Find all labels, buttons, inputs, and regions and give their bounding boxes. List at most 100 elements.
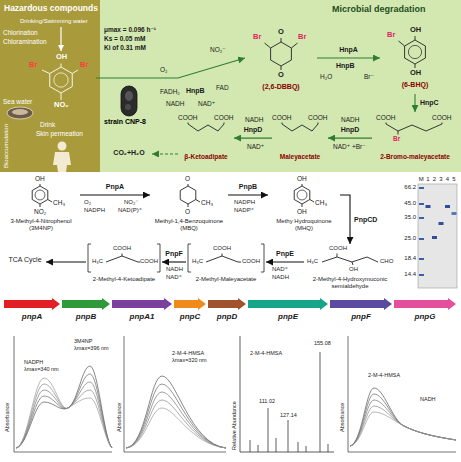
reaction-arrow bbox=[46, 261, 86, 262]
gene-arrow: pnpA bbox=[4, 298, 60, 324]
node-text: OH bbox=[410, 69, 421, 78]
kinetic-parameter: Ki of 0.31 mM bbox=[104, 44, 146, 51]
absorbance-spectrum bbox=[126, 376, 226, 448]
marker-size: 45.0 bbox=[404, 200, 416, 207]
node-name: pnpF bbox=[330, 312, 392, 321]
chemical-bond bbox=[310, 200, 314, 203]
source-label: Sea water bbox=[3, 98, 32, 105]
chemical-bond bbox=[281, 38, 282, 42]
cofactor-label: FAD bbox=[216, 84, 229, 91]
oyster-icon bbox=[7, 107, 33, 119]
node-name: TCA Cycle bbox=[4, 256, 46, 264]
sds-page-gel bbox=[439, 222, 444, 225]
gene-arrow: pnpB bbox=[62, 298, 110, 324]
node-text: COOH bbox=[432, 114, 452, 121]
node-text: OH bbox=[297, 208, 307, 215]
absorbance-spectrum bbox=[124, 336, 226, 452]
node-text: COOH bbox=[213, 245, 231, 252]
gene-arrow-shape bbox=[208, 298, 246, 310]
gene-arrow-shape bbox=[62, 298, 110, 310]
sds-page-gel bbox=[419, 187, 424, 189]
absorbance-spectrum bbox=[350, 406, 456, 446]
peak-label: 3M4NP bbox=[74, 338, 92, 344]
node-text: OH bbox=[56, 53, 67, 62]
enzyme-label: HnpD bbox=[244, 126, 263, 134]
node-text: H₃C bbox=[192, 258, 203, 265]
reaction-arrow bbox=[414, 94, 415, 112]
reaction-arrow bbox=[80, 194, 150, 195]
process-label: Chlorination bbox=[3, 29, 38, 36]
chemical-bond bbox=[196, 200, 200, 203]
node-text: CH₃ bbox=[315, 199, 327, 206]
cofactor-label: H₂O bbox=[320, 73, 332, 80]
node-text: OH bbox=[410, 26, 421, 35]
chemical-bond bbox=[415, 64, 416, 68]
node-text: OH bbox=[349, 266, 358, 273]
chemical-bond bbox=[291, 43, 297, 48]
node-name: Maleyacetate bbox=[272, 153, 328, 160]
reaction-arrow bbox=[96, 58, 245, 78]
axis-title: Absorbance bbox=[4, 403, 10, 432]
absorbance-spectrum bbox=[350, 400, 456, 446]
chemical-bond bbox=[42, 70, 50, 74]
node-text: COOH bbox=[178, 114, 198, 121]
chemical-bond bbox=[188, 123, 189, 125]
gene-arrow-shape bbox=[394, 298, 456, 310]
marker-size: 18.4 bbox=[404, 255, 416, 262]
lane-label: 2 bbox=[433, 176, 436, 183]
reaction-arrow bbox=[340, 195, 350, 244]
compound-structure: OHCH₃NO₂3-Methyl-4-Nitrophenol (3M4NP) bbox=[2, 174, 80, 236]
node-text: COOH bbox=[272, 114, 292, 121]
enzyme-label: HnpD bbox=[341, 126, 360, 134]
mass-spectrum bbox=[328, 444, 329, 452]
peak-label: λmax=340 nm bbox=[24, 366, 59, 372]
compound-structure: OBrBrO(2,6-DBBQ) bbox=[245, 20, 317, 96]
node-name: Methyl-1,4-Benzoquinone (MBQ) bbox=[150, 218, 228, 232]
degradation-panel: Microbial degradationstrain CNP-8OBrBrO(… bbox=[100, 0, 461, 172]
node-text: Microbial degradation bbox=[332, 4, 426, 14]
node-name: 2-Methyl-Maleyacetate bbox=[186, 276, 266, 283]
panel-band bbox=[0, 0, 461, 172]
lane-label: 4 bbox=[446, 176, 449, 183]
reaction-arrow bbox=[234, 138, 272, 139]
chemical-bond bbox=[318, 123, 319, 125]
flow-arrow bbox=[60, 27, 61, 51]
node-text: Br bbox=[298, 33, 306, 42]
sds-page-gel bbox=[419, 203, 424, 205]
chemical-bond bbox=[399, 41, 405, 46]
node-text: Br bbox=[29, 61, 37, 70]
absorbance-spectrum bbox=[348, 336, 456, 452]
node-text: NO₂ bbox=[54, 101, 69, 110]
gene-arrow-shape bbox=[112, 298, 172, 310]
node-name: pnpB bbox=[62, 312, 110, 321]
sds-page-gel bbox=[445, 205, 450, 208]
flow-arrow bbox=[61, 27, 62, 51]
node-text: Hazardous compounds bbox=[4, 4, 98, 14]
node-name: 2-Methyl-4-Ketoadipate bbox=[86, 276, 162, 283]
peak-label: λmax=320 nm bbox=[172, 357, 207, 363]
peak-label: NADPH bbox=[24, 359, 43, 365]
human-silhouette bbox=[53, 142, 71, 173]
sds-page-gel bbox=[432, 236, 437, 239]
route-label: Drink bbox=[40, 121, 55, 128]
peak-label: 2-M-4-HMSA bbox=[172, 350, 204, 356]
route-label: Bioaccumulation bbox=[3, 124, 10, 168]
oyster-icon bbox=[12, 109, 28, 115]
node-name: CO₂+H₂O bbox=[106, 149, 152, 157]
aromatic-ring bbox=[35, 190, 45, 200]
node-text: NO₂ bbox=[34, 208, 46, 215]
cofactor-label: NAD⁺ bbox=[198, 100, 215, 107]
absorbance-spectrum bbox=[16, 378, 112, 448]
node-name: (6-BHQ) bbox=[380, 81, 450, 89]
cofactor-label: NADH bbox=[341, 116, 359, 123]
node-name: pnpG bbox=[394, 312, 456, 321]
sds-page-gel bbox=[418, 184, 457, 288]
node-text: CHO bbox=[380, 258, 393, 265]
compound-structure: OHBrOH(6-BHQ) bbox=[380, 18, 450, 94]
mass-spectrum bbox=[306, 446, 307, 452]
benzene-ring bbox=[405, 40, 426, 64]
node-text: Br bbox=[253, 33, 261, 42]
axis-title: Relative Abundance bbox=[231, 401, 237, 450]
chemical-bond bbox=[40, 204, 41, 207]
